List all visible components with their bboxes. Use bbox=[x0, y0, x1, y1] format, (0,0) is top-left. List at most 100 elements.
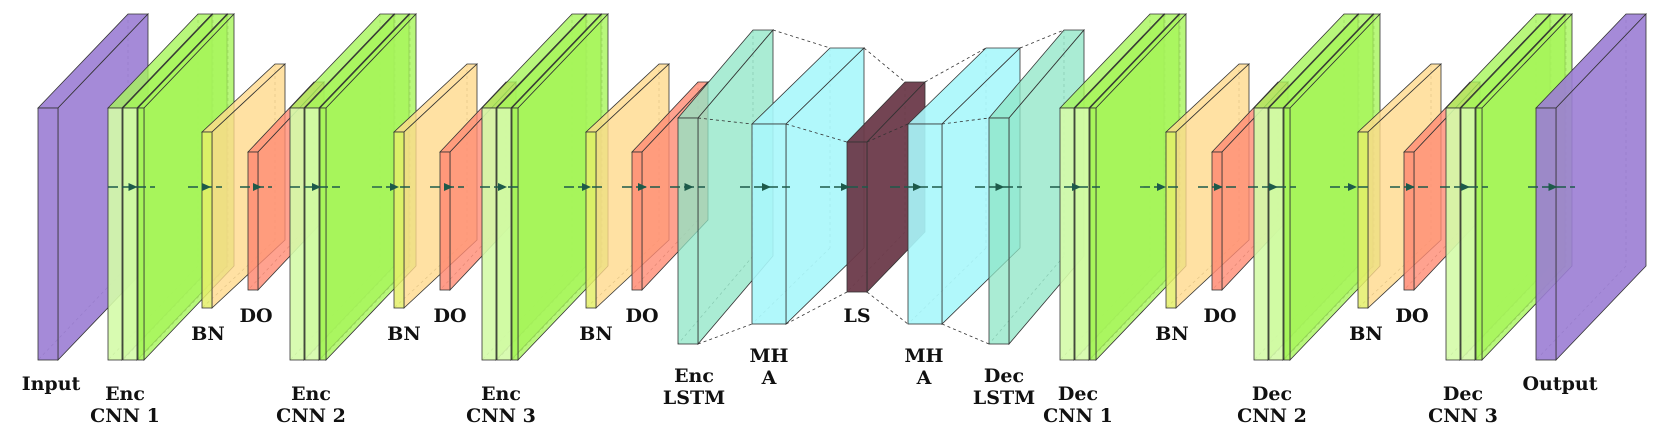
label-enc-cnn1-line-2: CNN 1 bbox=[90, 405, 160, 427]
flow-arrow-15 bbox=[1140, 183, 1180, 191]
label-mha1-line-1: MH bbox=[750, 345, 789, 367]
label-bn5: BN bbox=[1349, 323, 1382, 345]
label-enc-cnn2-line-1: Enc bbox=[291, 383, 331, 405]
enc-cnn-3-filter-3-front-face bbox=[511, 107, 519, 361]
dec-bn-5-front-face bbox=[1357, 131, 1369, 309]
flow-arrow-head bbox=[684, 183, 694, 191]
projection-connector-10 bbox=[941, 323, 990, 345]
projection-connector-2 bbox=[772, 29, 831, 49]
label-dec-cnn3-line-2: CNN 3 bbox=[1428, 405, 1498, 427]
dec-cnn-3-filter-2-front-face bbox=[1460, 107, 1476, 361]
flow-arrow-6 bbox=[480, 183, 522, 191]
flow-arrow-19 bbox=[1390, 183, 1428, 191]
label-do1: DO bbox=[239, 305, 272, 327]
flow-arrow-14 bbox=[1050, 183, 1100, 191]
enc-cnn-2-filter-3-front-face bbox=[319, 107, 327, 361]
label-dec-lstm-line-2: LSTM bbox=[973, 387, 1035, 409]
flow-arrow-head bbox=[1548, 183, 1558, 191]
flow-arrow-head bbox=[253, 183, 262, 191]
output-layer-front-face bbox=[1535, 107, 1557, 361]
label-enc-cnn3-line-2: CNN 3 bbox=[466, 405, 536, 427]
enc-bn-1-front-face bbox=[201, 131, 213, 309]
label-do4: DO bbox=[1203, 305, 1236, 327]
enc-cnn-3-filter-2-front-face bbox=[496, 107, 512, 361]
label-dec-cnn1-line-2: CNN 1 bbox=[1043, 405, 1113, 427]
output-layer bbox=[1535, 13, 1647, 361]
dec-cnn-3-filter-3-front-face bbox=[1475, 107, 1483, 361]
projection-connector-7 bbox=[866, 291, 909, 325]
label-input: Input bbox=[22, 373, 81, 395]
enc-cnn-1-filter-2-front-face bbox=[122, 107, 138, 361]
flow-arrow-3 bbox=[290, 183, 340, 191]
label-bn6: BN bbox=[1349, 323, 1382, 345]
label-output: Output bbox=[1522, 373, 1597, 395]
enc-cnn-3-filter-1-front-face bbox=[481, 107, 497, 361]
label-do6: DO bbox=[1395, 305, 1428, 327]
label-bn4: BN bbox=[1155, 323, 1188, 345]
enc-cnn-1-filter-3-front-face bbox=[137, 107, 145, 361]
flow-arrow-11 bbox=[820, 183, 868, 191]
input-layer-front-face bbox=[37, 107, 59, 361]
flow-arrow-4 bbox=[372, 183, 414, 191]
latent-space-layer-front-face bbox=[846, 141, 868, 293]
flow-arrow-head bbox=[1269, 183, 1278, 191]
label-bn3: BN bbox=[579, 323, 612, 345]
mha-1-layer-front-face bbox=[751, 123, 787, 325]
flow-arrow-head bbox=[498, 183, 507, 191]
flow-arrow-18 bbox=[1330, 183, 1372, 191]
label-mha1-line-2: A bbox=[761, 367, 777, 389]
flow-arrow-head bbox=[1348, 183, 1357, 191]
enc-lstm-layer-front-face bbox=[677, 117, 699, 345]
label-enc-lstm-line-2: LSTM bbox=[663, 387, 725, 409]
flow-arrow-21 bbox=[1528, 183, 1575, 191]
layers-group bbox=[37, 13, 1647, 361]
enc-bn-3-front-face bbox=[585, 131, 597, 309]
flow-arrow-9 bbox=[670, 183, 705, 191]
flow-arrow-20 bbox=[1440, 183, 1488, 191]
dec-lstm-layer-front-face bbox=[988, 117, 1010, 345]
dec-cnn-1-filter-1-front-face bbox=[1059, 107, 1075, 361]
label-enc-cnn2-line-2: CNN 2 bbox=[276, 405, 346, 427]
flow-arrow-head bbox=[1157, 183, 1166, 191]
label-ls: LS bbox=[843, 305, 870, 327]
enc-cnn-1-filter-1-front-face bbox=[107, 107, 123, 361]
flow-arrow-17 bbox=[1248, 183, 1296, 191]
flow-arrow-1 bbox=[188, 183, 222, 191]
flow-arrow-13 bbox=[975, 183, 1022, 191]
dec-cnn-2-filter-2-front-face bbox=[1268, 107, 1284, 361]
label-dec-cnn2-line-1: Dec bbox=[1252, 383, 1292, 405]
flow-arrow-head bbox=[913, 183, 922, 191]
label-mha2-line-2: A bbox=[916, 367, 932, 389]
dec-bn-4-front-face bbox=[1165, 131, 1177, 309]
flow-arrow-head bbox=[444, 183, 453, 191]
enc-cnn-2-filter-1-front-face bbox=[289, 107, 305, 361]
label-dec-lstm-line-1: Dec bbox=[984, 365, 1024, 387]
label-enc-lstm-line-1: Enc bbox=[674, 365, 714, 387]
flow-arrow-0 bbox=[108, 183, 155, 191]
dec-cnn-1-filter-3-front-face bbox=[1089, 107, 1097, 361]
dec-cnn-2-filter-3-front-face bbox=[1283, 107, 1291, 361]
flow-arrow-5 bbox=[430, 183, 464, 191]
label-bn2: BN bbox=[387, 323, 420, 345]
flow-arrow-head bbox=[202, 183, 211, 191]
flow-arrow-head bbox=[1072, 183, 1081, 191]
enc-bn-2-front-face bbox=[393, 131, 405, 309]
flow-arrow-head bbox=[390, 183, 399, 191]
flow-arrow-12 bbox=[890, 183, 942, 191]
flow-arrow-head bbox=[582, 183, 591, 191]
dec-do-5-front-face bbox=[1403, 151, 1415, 291]
label-do5: DO bbox=[1395, 305, 1428, 327]
connectors-group bbox=[697, 29, 1065, 345]
flow-arrow-head bbox=[995, 183, 1005, 191]
